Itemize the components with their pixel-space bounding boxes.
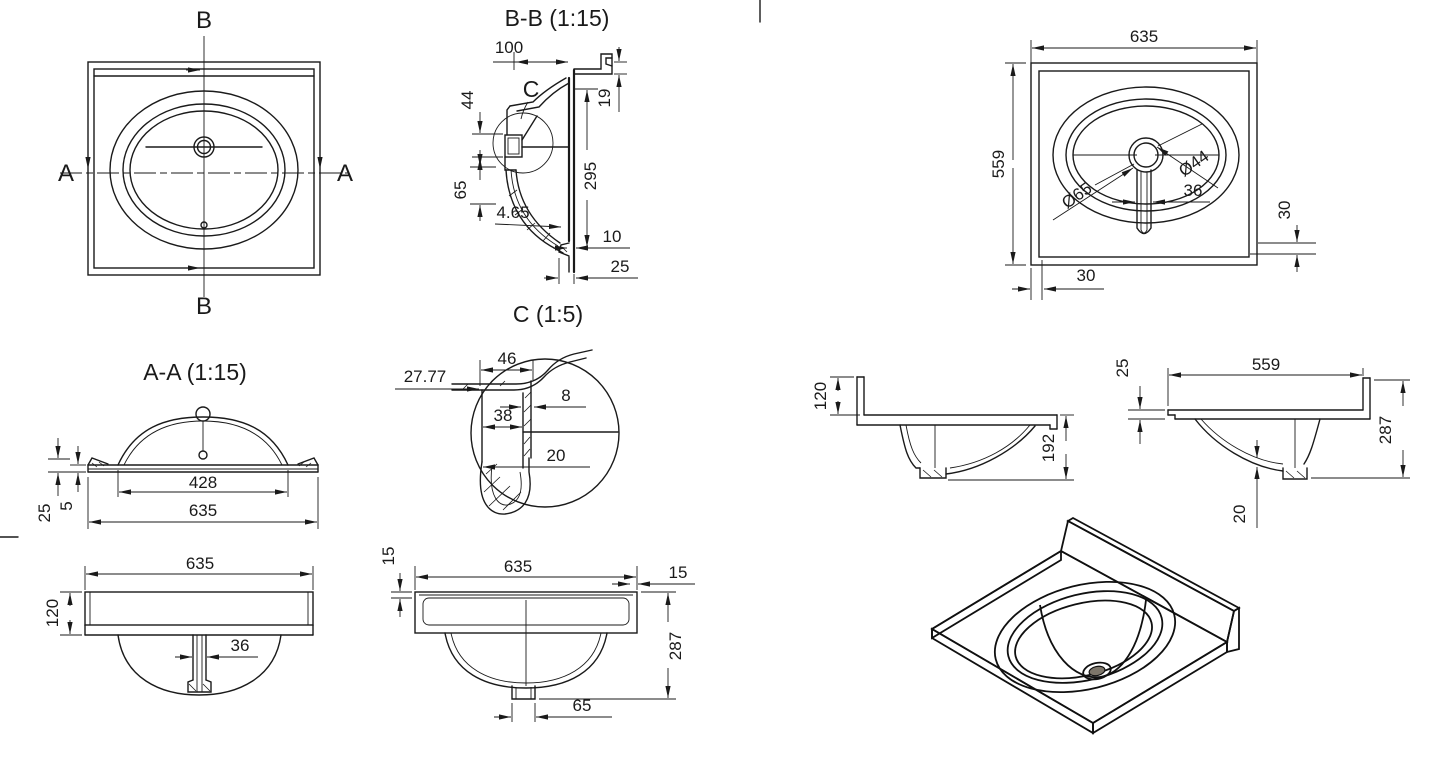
shell-hatch xyxy=(508,189,551,242)
view-title: C (1:5) xyxy=(513,301,583,327)
dim-label: 120 xyxy=(43,599,62,627)
dim-label: 295 xyxy=(581,162,600,190)
dim-label: 25 xyxy=(611,257,630,276)
iso-edge-front-right xyxy=(1092,640,1228,735)
dim-label: 36 xyxy=(1184,181,1203,200)
dim-label: 46 xyxy=(498,349,517,368)
iso-backsplash-top xyxy=(1066,516,1241,613)
iso-basin-ring-mid xyxy=(1006,590,1164,684)
section-mark-b-bottom: B xyxy=(196,293,212,320)
dim-label: 559 xyxy=(989,150,1008,178)
dim-label: 120 xyxy=(811,382,830,410)
dim-label: 5 xyxy=(57,501,76,510)
dim-label: 30 xyxy=(1077,266,1096,285)
iso-backsplash-side xyxy=(1226,606,1240,654)
dim-label: 428 xyxy=(189,473,217,492)
section-mark-a-right: A xyxy=(337,160,353,187)
view-detail-c: C (1:5) 46 xyxy=(395,301,620,515)
dim-label: 27.77 xyxy=(404,367,447,386)
dim-label: 635 xyxy=(189,501,217,520)
dim-label: 19 xyxy=(595,89,614,108)
iso-drain-ring xyxy=(1082,661,1112,681)
dim-label: 8 xyxy=(561,386,570,405)
section-hatch xyxy=(462,380,532,511)
dim-label: 4.65 xyxy=(496,203,529,222)
dim-label: 192 xyxy=(1039,434,1058,462)
view-isometric xyxy=(930,516,1241,735)
dim-label: 287 xyxy=(1376,416,1395,444)
dim-label: 15 xyxy=(379,547,398,566)
view-plan-bottom: 635 559 Ø65 Ø44 36 30 30 xyxy=(989,27,1316,300)
view-side-a: 120 192 xyxy=(811,376,1074,481)
dim-label: 36 xyxy=(231,636,250,655)
dim-label: 30 xyxy=(1275,201,1294,220)
dim-label: 15 xyxy=(669,563,688,582)
dim-label: 20 xyxy=(547,446,566,465)
dim-label: 559 xyxy=(1252,355,1280,374)
view-front-section: 15 635 15 287 65 xyxy=(379,547,695,722)
view-section-bb: B-B (1:15) C xyxy=(451,5,638,284)
view-title: B-B (1:15) xyxy=(505,5,610,31)
dim-label: 635 xyxy=(186,554,214,573)
dim-label: 635 xyxy=(1130,27,1158,46)
detail-mark-c: C xyxy=(523,76,540,102)
view-section-aa: A-A (1:15) 428 635 25 xyxy=(35,359,319,529)
dim-label: 20 xyxy=(1230,505,1249,524)
view-plan-sectioned: B B A A xyxy=(58,7,353,320)
dim-label: 38 xyxy=(494,406,513,425)
view-side-b: 25 559 287 20 xyxy=(1113,355,1410,528)
dim-label: 44 xyxy=(458,91,477,110)
dim-label: 65 xyxy=(573,696,592,715)
iso-backsplash-front xyxy=(1059,519,1236,644)
dim-label: 25 xyxy=(1113,359,1132,378)
dim-label: Ø44 xyxy=(1175,146,1212,180)
view-front: 635 120 36 xyxy=(43,554,314,696)
sheet-border-marks xyxy=(0,0,761,538)
dim-label: Ø65 xyxy=(1058,178,1095,212)
view-title: A-A (1:15) xyxy=(143,359,247,385)
dim-label: 10 xyxy=(603,227,622,246)
section-mark-b-top: B xyxy=(196,7,212,34)
iso-edge-left xyxy=(931,549,1062,640)
section-mark-a-left: A xyxy=(58,160,74,187)
dim-label: 65 xyxy=(451,181,470,200)
dim-label: 100 xyxy=(495,38,523,57)
dim-label: 25 xyxy=(35,504,54,523)
faucet-boss xyxy=(195,406,211,422)
iso-basin-ring-outer xyxy=(993,580,1177,694)
dim-label: 287 xyxy=(666,632,685,660)
iso-drain-hole xyxy=(1088,665,1106,677)
dim-label: 635 xyxy=(504,557,532,576)
